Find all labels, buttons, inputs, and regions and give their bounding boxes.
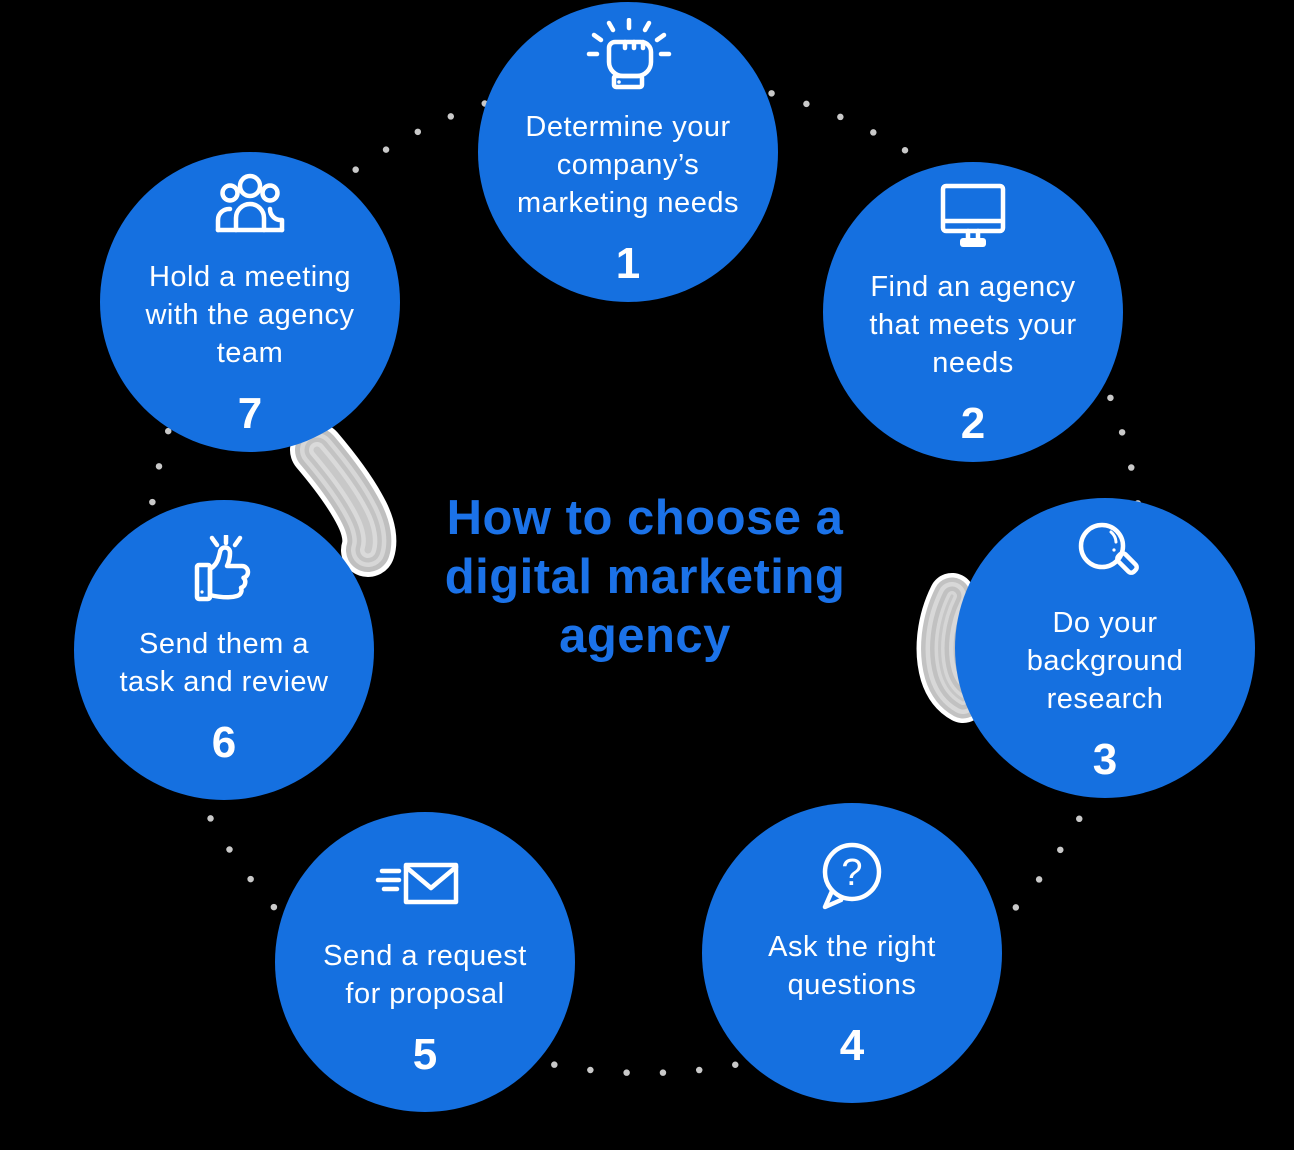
step-circle-3: Do your background research 3: [955, 498, 1255, 798]
page-title-line: How to choose a: [446, 491, 844, 545]
step-number: 7: [237, 389, 263, 438]
step-label-line: research: [1046, 683, 1164, 715]
step-number: 5: [412, 1030, 438, 1079]
step-label: Ask the right questions: [768, 928, 936, 1004]
step-label-line: Determine your: [525, 111, 731, 143]
thumbs-up-icon: [169, 535, 279, 615]
send-mail-icon: [370, 847, 480, 927]
step-label-line: company’s: [556, 149, 700, 181]
step-label-line: Send a request: [323, 940, 527, 972]
step-label-line: background: [1026, 645, 1184, 677]
step-circle-5: Send a request for proposal 5: [275, 812, 575, 1112]
step-label: Hold a meeting with the agency team: [145, 258, 354, 372]
step-circle-7: Hold a meeting with the agency team 7: [100, 152, 400, 452]
step-label-line: team: [216, 337, 284, 369]
page-title: How to choose a digital marketing agency: [385, 489, 905, 666]
step-label: Do your background research: [1027, 604, 1184, 718]
step-label-line: Ask the right: [768, 931, 936, 963]
step-label-line: questions: [787, 969, 917, 1001]
step-number: 3: [1092, 735, 1118, 784]
step-circle-4: ? Ask the right questions 4: [702, 803, 1002, 1103]
step-label-line: Send them a: [139, 628, 309, 660]
step-circle-2: Find an agency that meets your needs 2: [823, 162, 1123, 462]
step-circle-1: Determine your company’s marketing needs…: [478, 2, 778, 302]
step-number: 2: [960, 399, 986, 448]
fist-icon: [573, 18, 683, 98]
step-number: 1: [615, 239, 641, 288]
step-label: Find an agency that meets your needs: [869, 268, 1076, 382]
step-number: 4: [839, 1021, 865, 1070]
step-label: Send a request for proposal: [323, 937, 527, 1013]
step-circle-6: Send them a task and review 6: [74, 500, 374, 800]
svg-text:?: ?: [841, 852, 862, 894]
team-icon: [195, 168, 305, 248]
page-title-line: agency: [559, 609, 731, 663]
step-label: Send them a task and review: [120, 625, 329, 701]
step-label-line: Find an agency: [870, 271, 1076, 303]
magnifier-icon: [1050, 514, 1160, 594]
page-title-line: digital marketing: [444, 550, 846, 604]
step-number: 6: [211, 718, 237, 767]
step-label-line: that meets your: [869, 309, 1077, 341]
question-bubble-icon: ?: [797, 838, 907, 918]
step-label-line: with the agency: [145, 299, 355, 331]
step-label-line: Hold a meeting: [148, 261, 352, 293]
step-label-line: Do your: [1052, 607, 1158, 639]
step-label-line: marketing needs: [517, 187, 739, 219]
step-label: Determine your company’s marketing needs: [517, 108, 739, 222]
swirl-decoration-left: [290, 423, 397, 577]
step-label-line: task and review: [119, 666, 329, 698]
step-label-line: for proposal: [345, 978, 505, 1010]
monitor-icon: [918, 178, 1028, 258]
step-label-line: needs: [932, 347, 1014, 379]
swirl-decoration-right: [916, 573, 986, 723]
